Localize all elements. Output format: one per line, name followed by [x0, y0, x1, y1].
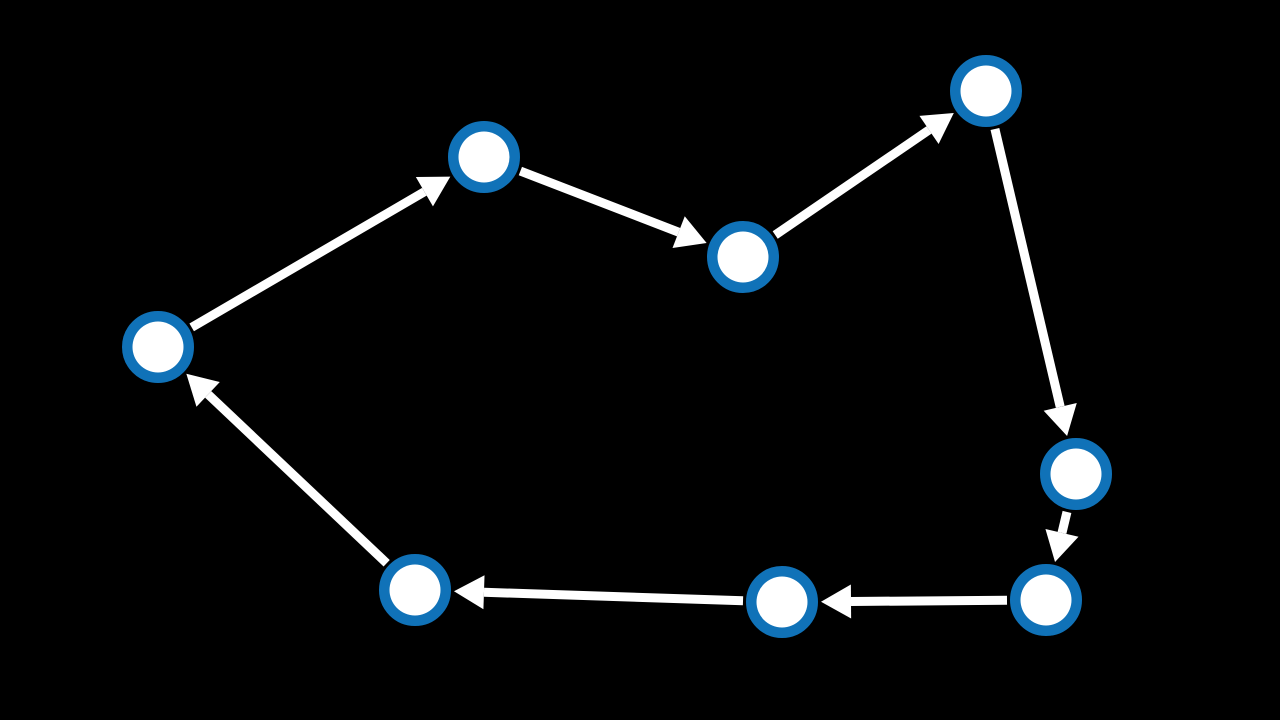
- arrowhead-icon: [672, 216, 707, 249]
- arrowhead-icon: [186, 373, 220, 407]
- edge-bottom-right-to-bottom-mid: [821, 584, 1008, 619]
- node-ring: [1010, 564, 1082, 636]
- node-right-mid[interactable]: [1040, 438, 1112, 510]
- node-bottom-right[interactable]: [1010, 564, 1082, 636]
- node-fill: [1050, 448, 1102, 500]
- edge-shaft: [205, 391, 390, 567]
- arrowhead-icon: [919, 113, 954, 144]
- edge-upper-left-to-upper-mid: [518, 166, 707, 249]
- edge-shaft: [483, 587, 744, 606]
- arrowhead-icon: [1045, 528, 1079, 563]
- node-bottom-mid[interactable]: [746, 566, 818, 638]
- arrowhead-icon: [1043, 402, 1077, 437]
- node-fill: [389, 564, 441, 616]
- node-ring: [1040, 438, 1112, 510]
- edge-shaft: [772, 126, 932, 239]
- node-ring: [448, 121, 520, 193]
- node-fill: [756, 576, 808, 628]
- edge-right-mid-to-bottom-right: [1045, 510, 1079, 563]
- edge-bottom-left-to-left: [186, 373, 390, 567]
- edge-shaft: [518, 166, 681, 237]
- edge-shaft: [850, 595, 1008, 606]
- node-fill: [960, 65, 1012, 117]
- node-fill: [132, 321, 184, 373]
- edge-top-right-to-right-mid: [990, 127, 1077, 437]
- node-fill: [717, 231, 769, 283]
- arrowhead-icon: [821, 584, 852, 619]
- arrowhead-icon: [453, 575, 485, 610]
- edge-upper-mid-to-top-right: [772, 113, 954, 239]
- edge-left-to-upper-left: [189, 176, 451, 332]
- node-upper-left[interactable]: [448, 121, 520, 193]
- node-fill: [1020, 574, 1072, 626]
- node-upper-mid[interactable]: [707, 221, 779, 293]
- node-bottom-left[interactable]: [379, 554, 451, 626]
- node-fill: [458, 131, 510, 183]
- edge-shaft: [990, 127, 1065, 408]
- edges-layer: [186, 113, 1079, 619]
- edge-bottom-mid-to-bottom-left: [453, 575, 744, 610]
- node-ring: [707, 221, 779, 293]
- nodes-layer: [122, 55, 1112, 638]
- edge-shaft: [189, 187, 427, 332]
- node-top-right[interactable]: [950, 55, 1022, 127]
- edge-shaft: [1057, 510, 1072, 534]
- node-ring: [746, 566, 818, 638]
- node-ring: [379, 554, 451, 626]
- node-ring: [950, 55, 1022, 127]
- node-left[interactable]: [122, 311, 194, 383]
- arrowhead-icon: [415, 176, 451, 207]
- node-ring: [122, 311, 194, 383]
